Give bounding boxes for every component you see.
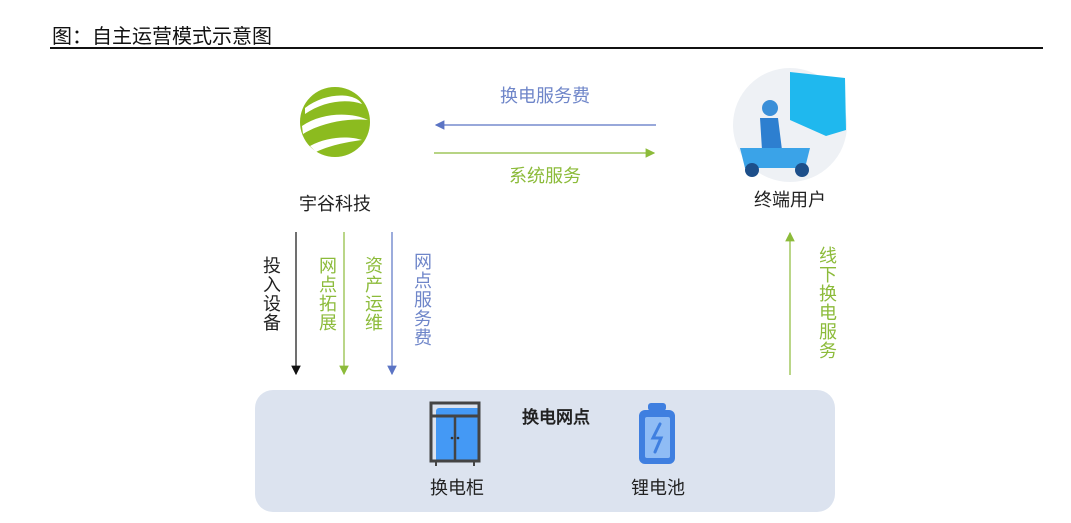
expand-label: 网点拓展 [316,256,337,332]
cabinet-icon [429,401,481,466]
ops-label: 资产运维 [362,256,383,332]
offline-label: 线下换电服务 [816,246,837,360]
battery-icon [639,403,675,464]
station-title: 换电网点 [522,408,590,428]
battery-label: 锂电池 [631,478,685,499]
site-fee-label: 网点服务费 [411,252,432,347]
station-box [255,390,835,512]
title-rule [50,47,1043,49]
figure-title: 图：自主运营模式示意图 [52,24,272,48]
system-label: 系统服务 [509,166,581,187]
user-name: 终端用户 [754,190,826,211]
user-scooter-icon [733,68,847,182]
company-name: 宇谷科技 [299,194,371,215]
cabinet-label: 换电柜 [430,478,484,499]
fee-label: 换电服务费 [500,86,590,107]
invest-label: 投入设备 [260,256,281,332]
company-logo-icon [300,87,370,157]
